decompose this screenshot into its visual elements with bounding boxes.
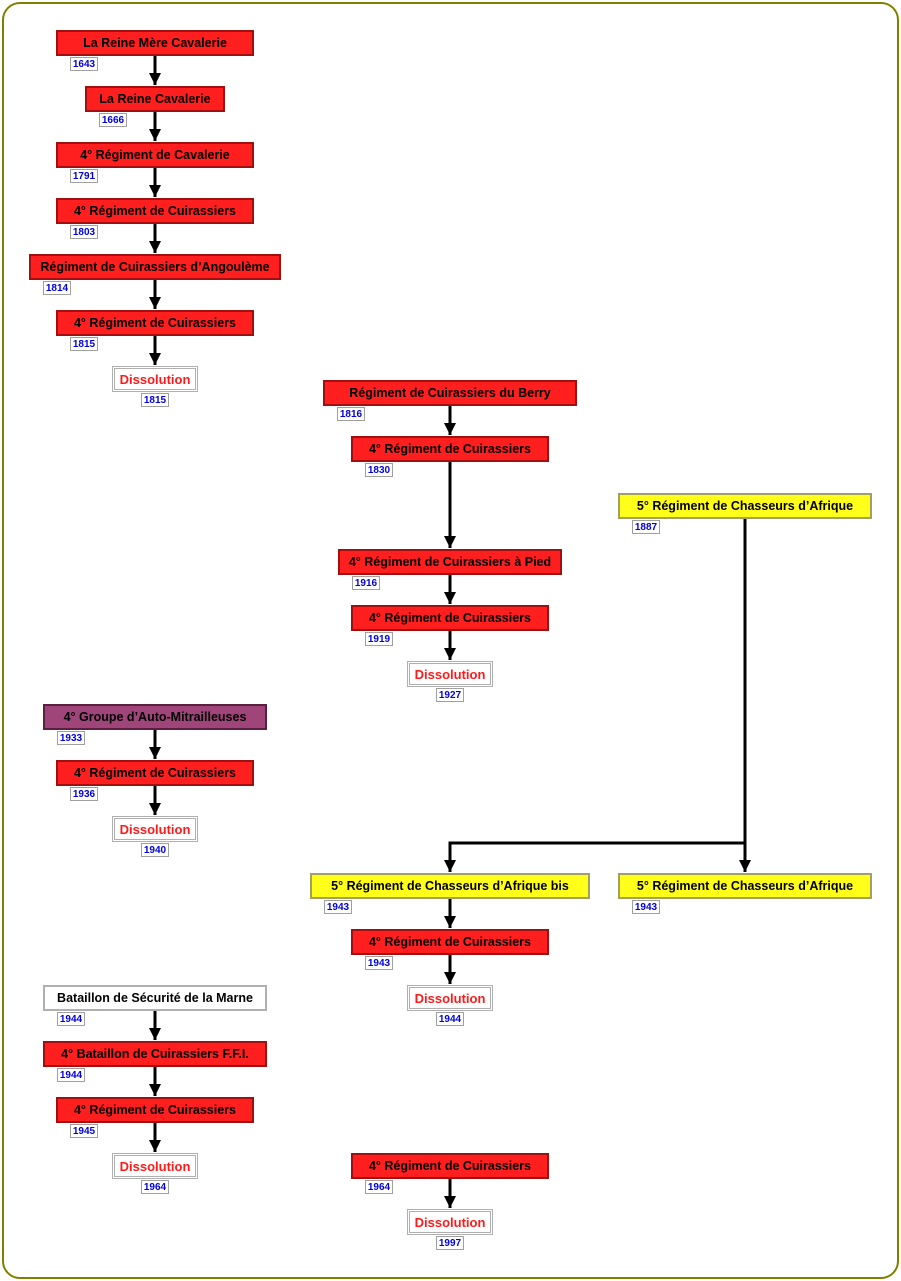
year-badge: 1944	[57, 1068, 85, 1082]
unit-node: 4° Régiment de Cuirassiers	[351, 1153, 549, 1179]
node-label: Bataillon de Sécurité de la Marne	[57, 991, 253, 1005]
node-label: 4° Régiment de Cavalerie	[80, 148, 230, 162]
year-badge: 1830	[365, 463, 393, 477]
year-badge: 1666	[99, 113, 127, 127]
unit-node: 4° Bataillon de Cuirassiers F.F.I.	[43, 1041, 267, 1067]
node-label: 4° Régiment de Cuirassiers	[368, 442, 531, 456]
unit-node: 4° Régiment de Cuirassiers	[351, 436, 549, 462]
node-label: 4° Régiment de Cuirassiers à Pied	[348, 555, 552, 569]
unit-node: 4° Régiment de Cuirassiers	[351, 605, 549, 631]
unit-node: 4° Régiment de Cuirassiers	[351, 929, 549, 955]
dissolution-node: Dissolution	[407, 1209, 493, 1235]
year-badge: 1927	[436, 688, 464, 702]
unit-node: Régiment de Cuirassiers d’Angoulème	[29, 254, 281, 280]
node-label: 4° Régiment de Cuirassiers	[368, 935, 531, 949]
dissolution-node: Dissolution	[112, 1153, 198, 1179]
year-badge: 1643	[70, 57, 98, 71]
year-badge: 1815	[70, 337, 98, 351]
unit-node: 4° Groupe d’Auto-Mitrailleuses	[43, 704, 267, 730]
year-badge: 1916	[352, 576, 380, 590]
year-badge: 1791	[70, 169, 98, 183]
unit-node: La Reine Cavalerie	[85, 86, 225, 112]
unit-node: La Reine Mère Cavalerie	[56, 30, 254, 56]
unit-node: 4° Régiment de Cuirassiers	[56, 1097, 254, 1123]
year-badge: 1943	[324, 900, 352, 914]
node-label: Dissolution	[119, 371, 191, 387]
year-badge: 1814	[43, 281, 71, 295]
unit-node: Bataillon de Sécurité de la Marne	[43, 985, 267, 1011]
node-label: 5° Régiment de Chasseurs d’Afrique bis	[331, 879, 569, 893]
dissolution-node: Dissolution	[407, 985, 493, 1011]
year-badge: 1936	[70, 787, 98, 801]
node-label: 4° Régiment de Cuirassiers	[73, 316, 236, 330]
node-label: 4° Régiment de Cuirassiers	[73, 204, 236, 218]
year-badge: 1803	[70, 225, 98, 239]
node-label: Dissolution	[414, 990, 486, 1006]
year-badge: 1815	[141, 393, 169, 407]
year-badge: 1945	[70, 1124, 98, 1138]
node-label: 4° Régiment de Cuirassiers	[368, 1159, 531, 1173]
year-badge: 1940	[141, 843, 169, 857]
unit-node: 4° Régiment de Cuirassiers	[56, 198, 254, 224]
year-badge: 1933	[57, 731, 85, 745]
unit-node: 5° Régiment de Chasseurs d’Afrique	[618, 493, 872, 519]
unit-node: 4° Régiment de Cavalerie	[56, 142, 254, 168]
year-badge: 1887	[632, 520, 660, 534]
dissolution-node: Dissolution	[112, 816, 198, 842]
node-label: 4° Régiment de Cuirassiers	[73, 1103, 236, 1117]
year-badge: 1919	[365, 632, 393, 646]
unit-node: Régiment de Cuirassiers du Berry	[323, 380, 577, 406]
node-label: Régiment de Cuirassiers d’Angoulème	[40, 260, 270, 274]
year-badge: 1944	[436, 1012, 464, 1026]
node-label: Dissolution	[414, 666, 486, 682]
node-label: 5° Régiment de Chasseurs d’Afrique	[636, 879, 854, 893]
unit-node: 4° Régiment de Cuirassiers	[56, 760, 254, 786]
dissolution-node: Dissolution	[407, 661, 493, 687]
node-label: 4° Groupe d’Auto-Mitrailleuses	[63, 710, 247, 724]
year-badge: 1964	[141, 1180, 169, 1194]
node-label: La Reine Cavalerie	[99, 92, 211, 106]
unit-node: 5° Régiment de Chasseurs d’Afrique bis	[310, 873, 590, 899]
year-badge: 1943	[632, 900, 660, 914]
node-label: 4° Régiment de Cuirassiers	[368, 611, 531, 625]
year-badge: 1997	[436, 1236, 464, 1250]
unit-node: 5° Régiment de Chasseurs d’Afrique	[618, 873, 872, 899]
node-label: 4° Régiment de Cuirassiers	[73, 766, 236, 780]
node-label: 4° Bataillon de Cuirassiers F.F.I.	[61, 1047, 249, 1061]
node-label: Dissolution	[414, 1214, 486, 1230]
node-label: Régiment de Cuirassiers du Berry	[349, 386, 551, 400]
node-label: 5° Régiment de Chasseurs d’Afrique	[636, 499, 854, 513]
dissolution-node: Dissolution	[112, 366, 198, 392]
node-label: La Reine Mère Cavalerie	[83, 36, 227, 50]
year-badge: 1943	[365, 956, 393, 970]
unit-node: 4° Régiment de Cuirassiers	[56, 310, 254, 336]
year-badge: 1964	[365, 1180, 393, 1194]
year-badge: 1944	[57, 1012, 85, 1026]
node-label: Dissolution	[119, 821, 191, 837]
unit-node: 4° Régiment de Cuirassiers à Pied	[338, 549, 562, 575]
year-badge: 1816	[337, 407, 365, 421]
node-label: Dissolution	[119, 1158, 191, 1174]
